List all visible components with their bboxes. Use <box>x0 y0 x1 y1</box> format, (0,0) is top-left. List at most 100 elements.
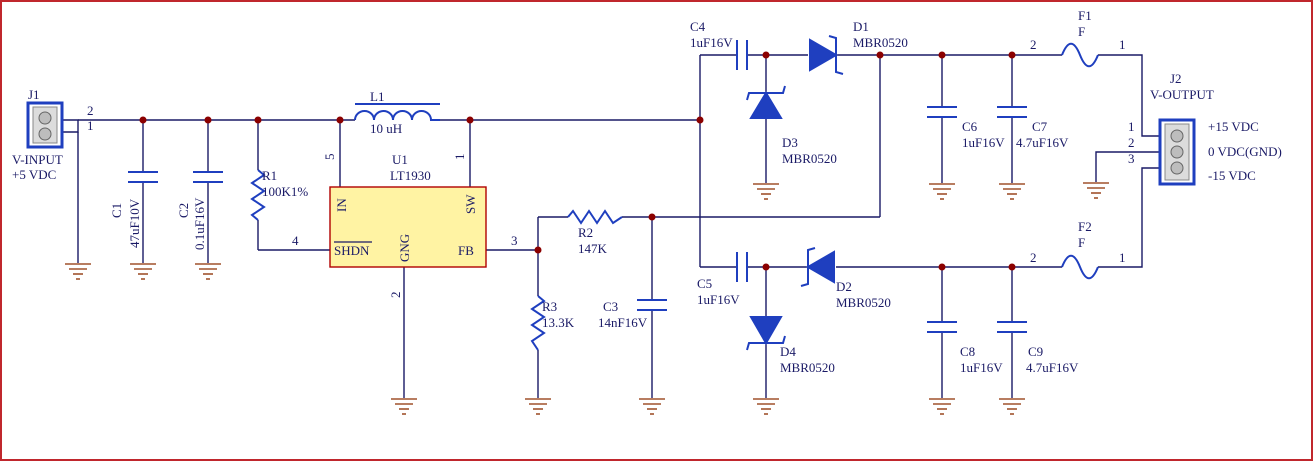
capacitor-c2: C2 0.1uF16V <box>176 171 223 250</box>
connector-j1: J1 2 1 V-INPUT +5 VDC <box>12 87 94 182</box>
c6-value: 1uF16V <box>962 135 1005 150</box>
u1-pin-in: IN <box>334 198 349 212</box>
f2-pin2: 2 <box>1030 250 1037 265</box>
f1-ref: F1 <box>1078 8 1092 23</box>
u1-ref: U1 <box>392 152 408 167</box>
c8-value: 1uF16V <box>960 360 1003 375</box>
c7-ref: C7 <box>1032 119 1048 134</box>
c9-value: 4.7uF16V <box>1026 360 1079 375</box>
l1-ref: L1 <box>370 89 384 104</box>
l1-value: 10 uH <box>370 121 402 136</box>
capacitor-c5: C5 1uF16V <box>697 252 748 307</box>
ground-c7-icon <box>998 183 1026 200</box>
resistor-r2: R2 147K <box>567 209 623 256</box>
capacitor-c8: C8 1uF16V <box>927 321 1003 375</box>
junctions <box>139 51 1016 271</box>
r1-ref: R1 <box>262 168 277 183</box>
u1-pin-sw: SW <box>463 194 478 214</box>
c2-value: 0.1uF16V <box>192 197 207 250</box>
ground-d4-icon <box>752 398 780 415</box>
d4-value: MBR0520 <box>780 360 835 375</box>
ground-c2-icon <box>194 263 222 280</box>
u1-num-4: 4 <box>292 233 299 248</box>
capacitor-c1: C1 47uF10V <box>109 171 158 248</box>
u1-pin-gng: GNG <box>397 234 412 262</box>
f1-value: F <box>1078 24 1085 39</box>
wires <box>62 54 1160 398</box>
ground-j1-icon <box>64 263 92 280</box>
c4-ref: C4 <box>690 19 706 34</box>
d1-ref: D1 <box>853 19 869 34</box>
inductor-l1: L1 10 uH <box>354 89 440 136</box>
diode-d4: D4 MBR0520 <box>746 316 835 375</box>
u1-pin-fb: FB <box>458 243 474 258</box>
u1-pin-shdn: SHDN <box>334 243 370 258</box>
ground-d3-icon <box>752 183 780 200</box>
ground-c3-icon <box>638 398 666 415</box>
j2-name: V-OUTPUT <box>1150 87 1214 102</box>
ic-u1: U1 LT1930 IN SW SHDN GNG FB 5 1 4 2 3 <box>292 152 518 298</box>
j1-pin1: 1 <box>87 118 94 133</box>
r3-ref: R3 <box>542 299 557 314</box>
r3-value: 13.3K <box>542 315 575 330</box>
resistor-r1: R1 100K1% <box>250 168 308 221</box>
capacitor-c9: C9 4.7uF16V <box>997 321 1079 375</box>
j1-pin2: 2 <box>87 103 94 118</box>
resistor-r3: R3 13.3K <box>530 295 575 351</box>
j1-ref: J1 <box>28 87 40 102</box>
u1-num-5: 5 <box>322 154 337 161</box>
j1-name: V-INPUT <box>12 152 63 167</box>
u1-num-3: 3 <box>511 233 518 248</box>
f1-pin2: 2 <box>1030 37 1037 52</box>
r2-ref: R2 <box>578 225 593 240</box>
capacitor-c4: C4 1uF16V <box>690 19 748 70</box>
d3-value: MBR0520 <box>782 151 837 166</box>
ground-c1-icon <box>129 263 157 280</box>
c5-ref: C5 <box>697 276 712 291</box>
j2-out-neg: -15 VDC <box>1208 168 1256 183</box>
d2-value: MBR0520 <box>836 295 891 310</box>
j2-pin1: 1 <box>1128 119 1135 134</box>
c6-ref: C6 <box>962 119 978 134</box>
c5-value: 1uF16V <box>697 292 740 307</box>
d4-ref: D4 <box>780 344 796 359</box>
f2-value: F <box>1078 235 1085 250</box>
c3-ref: C3 <box>603 299 618 314</box>
ground-j2-icon <box>1082 182 1110 199</box>
f2-ref: F2 <box>1078 219 1092 234</box>
j2-out-pos: +15 VDC <box>1208 119 1259 134</box>
connector-j2: J2 V-OUTPUT 1 2 3 +15 VDC 0 VDC(GND) -15… <box>1128 71 1282 186</box>
j1-value: +5 VDC <box>12 167 56 182</box>
j2-pin3: 3 <box>1128 151 1135 166</box>
c8-ref: C8 <box>960 344 975 359</box>
r2-value: 147K <box>578 241 608 256</box>
ground-c8-icon <box>928 398 956 415</box>
j2-out-gnd: 0 VDC(GND) <box>1208 144 1282 159</box>
u1-num-2: 2 <box>388 292 403 299</box>
f2-pin1: 1 <box>1119 250 1126 265</box>
c1-value: 47uF10V <box>127 198 142 248</box>
d1-value: MBR0520 <box>853 35 908 50</box>
c3-value: 14nF16V <box>598 315 648 330</box>
diode-d3: D3 MBR0520 <box>746 85 837 166</box>
diode-d2: D2 MBR0520 <box>800 247 891 310</box>
c2-ref: C2 <box>176 203 191 218</box>
fuse-f2: F2 F 2 1 <box>1030 219 1126 280</box>
u1-num-1: 1 <box>452 154 467 161</box>
r1-value: 100K1% <box>262 184 308 199</box>
ground-u1-icon <box>390 398 418 415</box>
d3-ref: D3 <box>782 135 798 150</box>
ground-r3-icon <box>524 398 552 415</box>
j2-ref: J2 <box>1170 71 1182 86</box>
diode-d1: D1 MBR0520 <box>809 19 908 75</box>
fuse-f1: F1 F 2 1 <box>1030 8 1126 68</box>
capacitor-c6: C6 1uF16V <box>927 106 1005 150</box>
c9-ref: C9 <box>1028 344 1043 359</box>
ground-c9-icon <box>998 398 1026 415</box>
c4-value: 1uF16V <box>690 35 733 50</box>
f1-pin1: 1 <box>1119 37 1126 52</box>
c7-value: 4.7uF16V <box>1016 135 1069 150</box>
capacitor-c7: C7 4.7uF16V <box>997 106 1069 150</box>
